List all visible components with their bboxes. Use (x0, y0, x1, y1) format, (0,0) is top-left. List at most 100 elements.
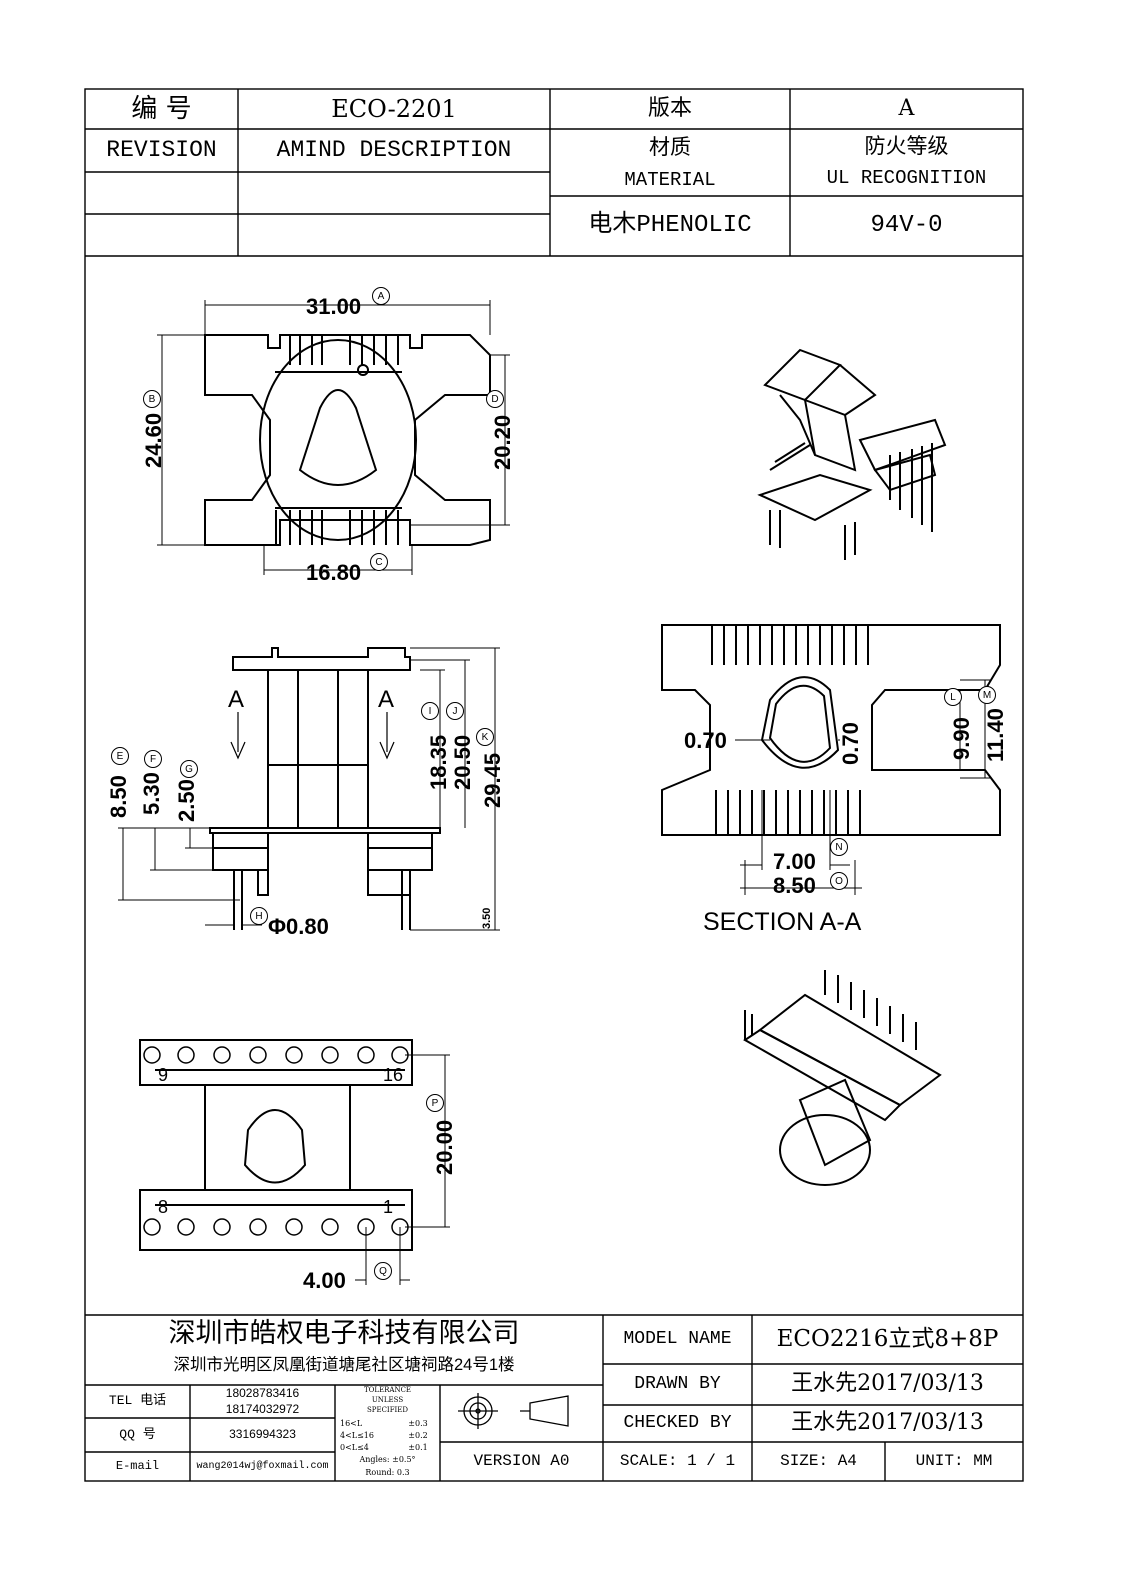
material-label-cn: 材质 (649, 135, 691, 160)
email-label: E-mail (115, 1458, 160, 1473)
tel-label: TEL 电话 (108, 1393, 167, 1409)
tol-row-2-left: 4<L≤16 (340, 1431, 374, 1441)
tag-m: M (978, 686, 996, 704)
top-view-dims (157, 300, 510, 575)
checked-by-value: 王水先2017/03/13 (791, 1410, 984, 1436)
tag-j: J (446, 702, 464, 720)
tolerance-title-3: SPECIFIED (366, 1405, 409, 1414)
bottom-view-pins (143, 1046, 409, 1236)
qq-label: QQ 号 (119, 1426, 156, 1442)
tol-row-3-left: 0<L≤4 (340, 1443, 369, 1453)
checked-by-label: CHECKED BY (623, 1412, 732, 1433)
tel-number-1: 18028783416 (225, 1385, 300, 1400)
dim-h-1835: 18.35 (426, 734, 451, 790)
pin-number-16: 16 (383, 1065, 404, 1085)
bottom-view (139, 1039, 413, 1251)
tol-row-1-right: ±0.3 (408, 1419, 428, 1429)
pin-number-8: 8 (158, 1197, 169, 1217)
dim-pin-diameter: Φ0.80 (268, 914, 329, 939)
dim-section-070-v: 0.70 (838, 722, 863, 765)
dim-section-1140: 11.40 (983, 708, 1008, 762)
tol-row-2-right: ±0.2 (408, 1431, 428, 1441)
scale-label: SCALE: 1 / 1 (619, 1451, 736, 1470)
revision-label-en: REVISION (106, 136, 217, 163)
revision-value: ECO-2201 (331, 94, 457, 123)
version-value: A (898, 95, 915, 121)
tag-i: I (421, 702, 439, 720)
bottom-view-dims (355, 1054, 450, 1285)
dim-section-990: 9.90 (949, 717, 974, 760)
dim-width-bottom: 16.80 (306, 560, 362, 585)
tag-d: D (486, 390, 504, 408)
model-name-value: ECO2216立式8+8P (776, 1325, 999, 1352)
amind-label: AMIND DESCRIPTION (276, 136, 512, 163)
dim-h-2050: 20.50 (450, 734, 475, 790)
front-view-dims (118, 647, 500, 931)
pin-number-9: 9 (158, 1065, 169, 1085)
qq-value: 3316994323 (229, 1427, 296, 1442)
iso-view-bottom (743, 970, 942, 1186)
version-a0: VERSION A0 (473, 1451, 570, 1470)
section-arrow-right-label: A (378, 686, 395, 713)
tolerance-title-1: TOLERANCE (363, 1385, 412, 1394)
sheet-border (84, 88, 1024, 1482)
iso-view-top (757, 348, 947, 560)
dim-h-530: 5.30 (139, 772, 164, 815)
version-label: 版本 (647, 95, 692, 121)
tag-g: G (180, 760, 198, 778)
tol-round: Round: 0.3 (365, 1467, 410, 1477)
pin-number-1: 1 (383, 1197, 394, 1217)
dim-section-850: 8.50 (773, 873, 816, 898)
drawn-by-label: DRAWN BY (634, 1373, 721, 1394)
tag-q: Q (374, 1262, 392, 1280)
tag-e: E (111, 747, 129, 765)
tag-b: B (143, 390, 161, 408)
tol-row-1-left: 16<L (340, 1419, 363, 1429)
material-label-en: MATERIAL (624, 168, 716, 191)
dim-pin-length: 3.50 (481, 907, 493, 929)
tel-number-2: 18174032972 (225, 1401, 300, 1416)
model-name-label: MODEL NAME (623, 1328, 732, 1349)
ul-label-en: UL RECOGNITION (826, 166, 987, 189)
tag-p: P (426, 1094, 444, 1112)
dim-height-right: 20.20 (490, 414, 515, 470)
revision-label-cn: 编 号 (131, 93, 192, 124)
dim-section-070-h: 0.70 (684, 728, 727, 753)
material-value: 电木PHENOLIC (588, 211, 752, 239)
tag-o: O (830, 872, 848, 890)
tol-angles: Angles: ±0.5° (359, 1455, 416, 1465)
unit-label: UNIT: MM (915, 1451, 993, 1470)
dim-section-700: 7.00 (773, 849, 816, 874)
drawn-by-value: 王水先2017/03/13 (791, 1371, 984, 1397)
dim-h-2945: 29.45 (480, 752, 505, 808)
dim-width-top: 31.00 (306, 294, 362, 319)
section-title: SECTION A-A (703, 908, 862, 936)
tolerance-title-2: UNLESS (371, 1395, 404, 1404)
section-arrow-left-label: A (228, 686, 245, 713)
dim-bottom-2000: 20.00 (432, 1119, 457, 1175)
tag-c: C (370, 553, 388, 571)
projection-symbol-icon (458, 1393, 569, 1429)
tag-l: L (944, 688, 962, 706)
company-name: 深圳市皓权电子科技有限公司 (168, 1318, 520, 1350)
dim-h-250: 2.50 (174, 779, 199, 822)
email-value: wang2014wj@foxmail.com (196, 1461, 329, 1472)
tag-f: F (144, 750, 162, 768)
dim-bottom-400: 4.00 (303, 1268, 346, 1293)
dim-h-850: 8.50 (106, 775, 131, 818)
size-label: SIZE: A4 (780, 1451, 857, 1470)
top-view (204, 334, 491, 546)
tag-a: A (372, 287, 390, 305)
tag-h: H (250, 907, 268, 925)
company-address: 深圳市光明区凤凰街道塘尾社区塘祠路24号1楼 (173, 1355, 515, 1374)
tag-n: N (830, 838, 848, 856)
section-view (661, 624, 1001, 836)
dim-height-left: 24.60 (141, 412, 166, 468)
tag-k: K (476, 728, 494, 746)
ul-label-cn: 防火等级 (864, 134, 949, 159)
section-arrows (230, 712, 395, 760)
ul-value: 94V-0 (870, 211, 943, 239)
tol-row-3-right: ±0.1 (408, 1443, 428, 1453)
